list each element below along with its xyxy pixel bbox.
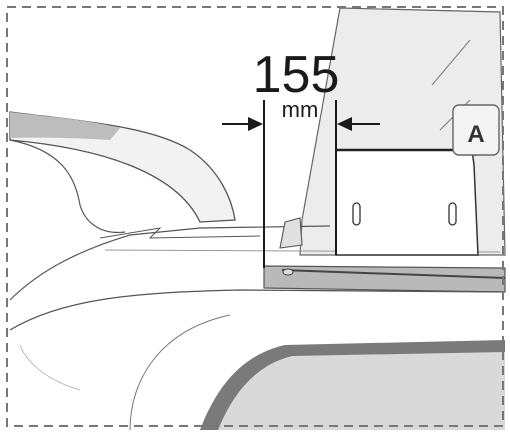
wiper-line (431, 39, 471, 86)
body-contour (9, 225, 331, 301)
roof-panel (9, 111, 236, 223)
roof-edge (9, 139, 126, 233)
bracket-slot (352, 202, 361, 226)
side-window-glass (218, 352, 505, 430)
callout-label: A (467, 121, 484, 148)
arrowhead-left (248, 117, 263, 131)
roof-shadow (10, 112, 120, 140)
bracket-slot (448, 202, 457, 226)
pillar-base (279, 217, 303, 249)
lower-body-edge (9, 289, 506, 331)
dimension-unit: mm (282, 97, 319, 122)
callout-box (452, 104, 500, 156)
dimension-value: 155 (253, 46, 340, 104)
body-contour-2 (99, 227, 261, 239)
rail-bolt (282, 268, 294, 276)
dashed-border (6, 6, 504, 427)
rail-slot (281, 269, 506, 279)
arrowhead-right (337, 117, 352, 131)
body-crease-2 (19, 344, 81, 391)
body-crease (129, 314, 231, 431)
